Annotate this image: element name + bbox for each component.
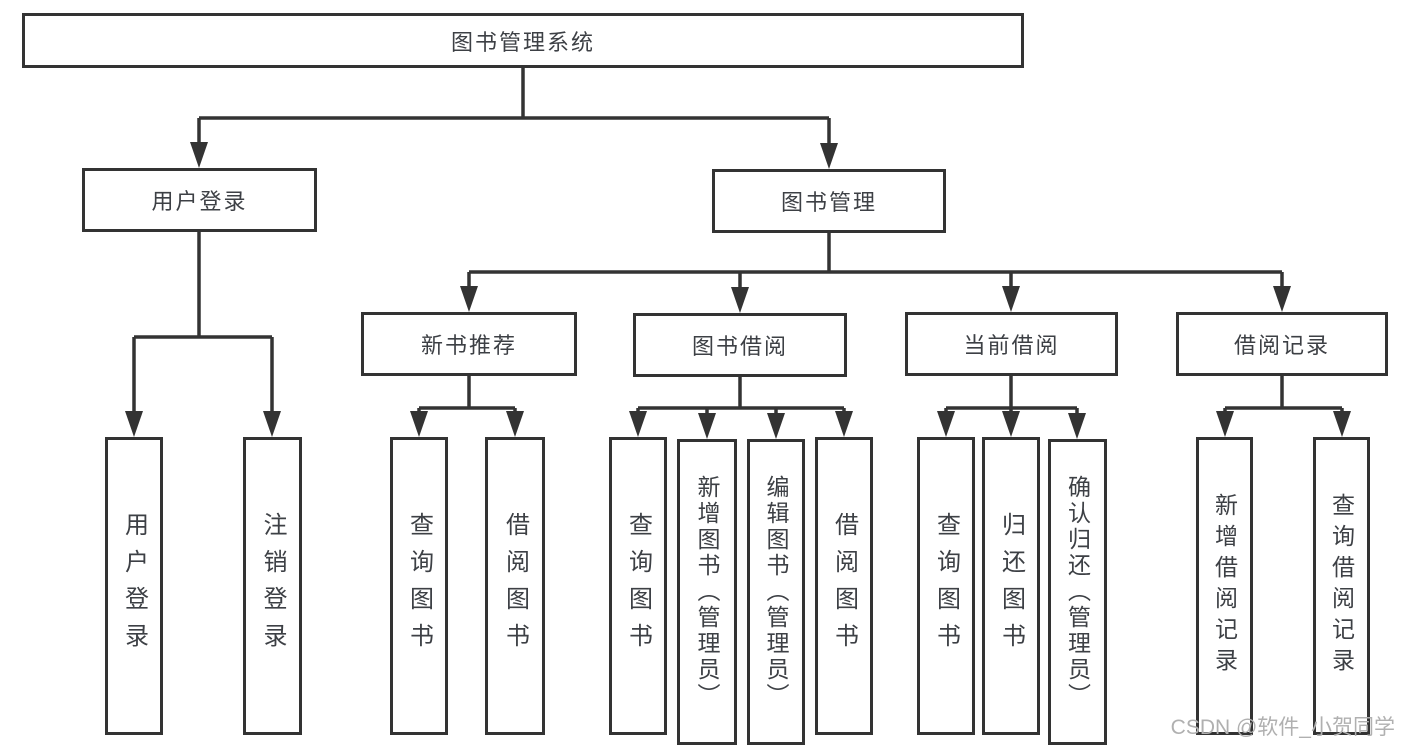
- leaf-query-books-recommend-label: 查询图书: [405, 512, 433, 660]
- leaf-edit-book-admin: 编辑图书（管理员）: [747, 439, 805, 745]
- connector-book-management-children: [460, 233, 1291, 313]
- leaf-query-borrow-record: 查询借阅记录: [1313, 437, 1370, 735]
- leaf-confirm-return-admin-label: 确认归还（管理员）: [1064, 475, 1091, 709]
- leaf-query-books-recommend: 查询图书: [390, 437, 448, 735]
- leaf-return-books-label: 归还图书: [997, 512, 1025, 660]
- leaf-edit-book-admin-label: 编辑图书（管理员）: [763, 475, 789, 709]
- node-book-borrowing: 图书借阅: [633, 313, 847, 377]
- node-book-management-label: 图书管理: [780, 190, 877, 215]
- leaf-query-borrow-record-label: 查询借阅记录: [1328, 493, 1355, 679]
- leaf-logout: 注销登录: [243, 437, 302, 735]
- connector-root-to-level1: [190, 68, 838, 169]
- node-borrowing-records-label: 借阅记录: [1233, 333, 1330, 358]
- leaf-borrow-books-recommend-label: 借阅图书: [501, 512, 529, 660]
- leaf-query-books-borrowing: 查询图书: [609, 437, 667, 735]
- connector-borrowing-records-children: [1216, 376, 1351, 437]
- leaf-query-books-borrowing-label: 查询图书: [624, 512, 652, 660]
- connector-user-login-children: [125, 232, 281, 437]
- leaf-add-book-admin: 新增图书（管理员）: [677, 439, 737, 745]
- node-current-borrowing-label: 当前借阅: [963, 333, 1060, 358]
- leaf-confirm-return-admin: 确认归还（管理员）: [1048, 439, 1107, 745]
- leaf-return-books: 归还图书: [982, 437, 1040, 735]
- leaf-add-borrow-record: 新增借阅记录: [1196, 437, 1253, 735]
- node-new-book-recommend: 新书推荐: [361, 312, 577, 376]
- node-system-root-label: 图书管理系统: [450, 29, 595, 55]
- node-system-root: 图书管理系统: [22, 13, 1024, 68]
- node-book-borrowing-label: 图书借阅: [691, 334, 788, 359]
- leaf-query-books-current: 查询图书: [917, 437, 975, 735]
- node-user-login: 用户登录: [82, 168, 317, 232]
- node-book-management: 图书管理: [712, 169, 946, 233]
- leaf-logout-label: 注销登录: [259, 512, 286, 660]
- leaf-borrow-books-borrowing: 借阅图书: [815, 437, 873, 735]
- node-new-book-recommend-label: 新书推荐: [420, 333, 517, 358]
- connector-book-borrowing-children: [629, 377, 853, 439]
- node-borrowing-records: 借阅记录: [1176, 312, 1388, 376]
- node-user-login-label: 用户登录: [151, 189, 248, 214]
- leaf-add-book-admin-label: 新增图书（管理员）: [694, 475, 720, 709]
- connector-new-book-recommend-children: [410, 376, 524, 437]
- csdn-watermark: CSDN @软件_小贺同学: [1170, 716, 1395, 739]
- leaf-add-borrow-record-label: 新增借阅记录: [1211, 493, 1238, 679]
- leaf-borrow-books-borrowing-label: 借阅图书: [830, 512, 858, 660]
- node-current-borrowing: 当前借阅: [905, 312, 1118, 376]
- connector-current-borrowing-children: [937, 376, 1086, 439]
- leaf-user-login: 用户登录: [105, 437, 163, 735]
- leaf-user-login-label: 用户登录: [120, 512, 148, 660]
- leaf-borrow-books-recommend: 借阅图书: [485, 437, 545, 735]
- leaf-query-books-current-label: 查询图书: [932, 512, 960, 660]
